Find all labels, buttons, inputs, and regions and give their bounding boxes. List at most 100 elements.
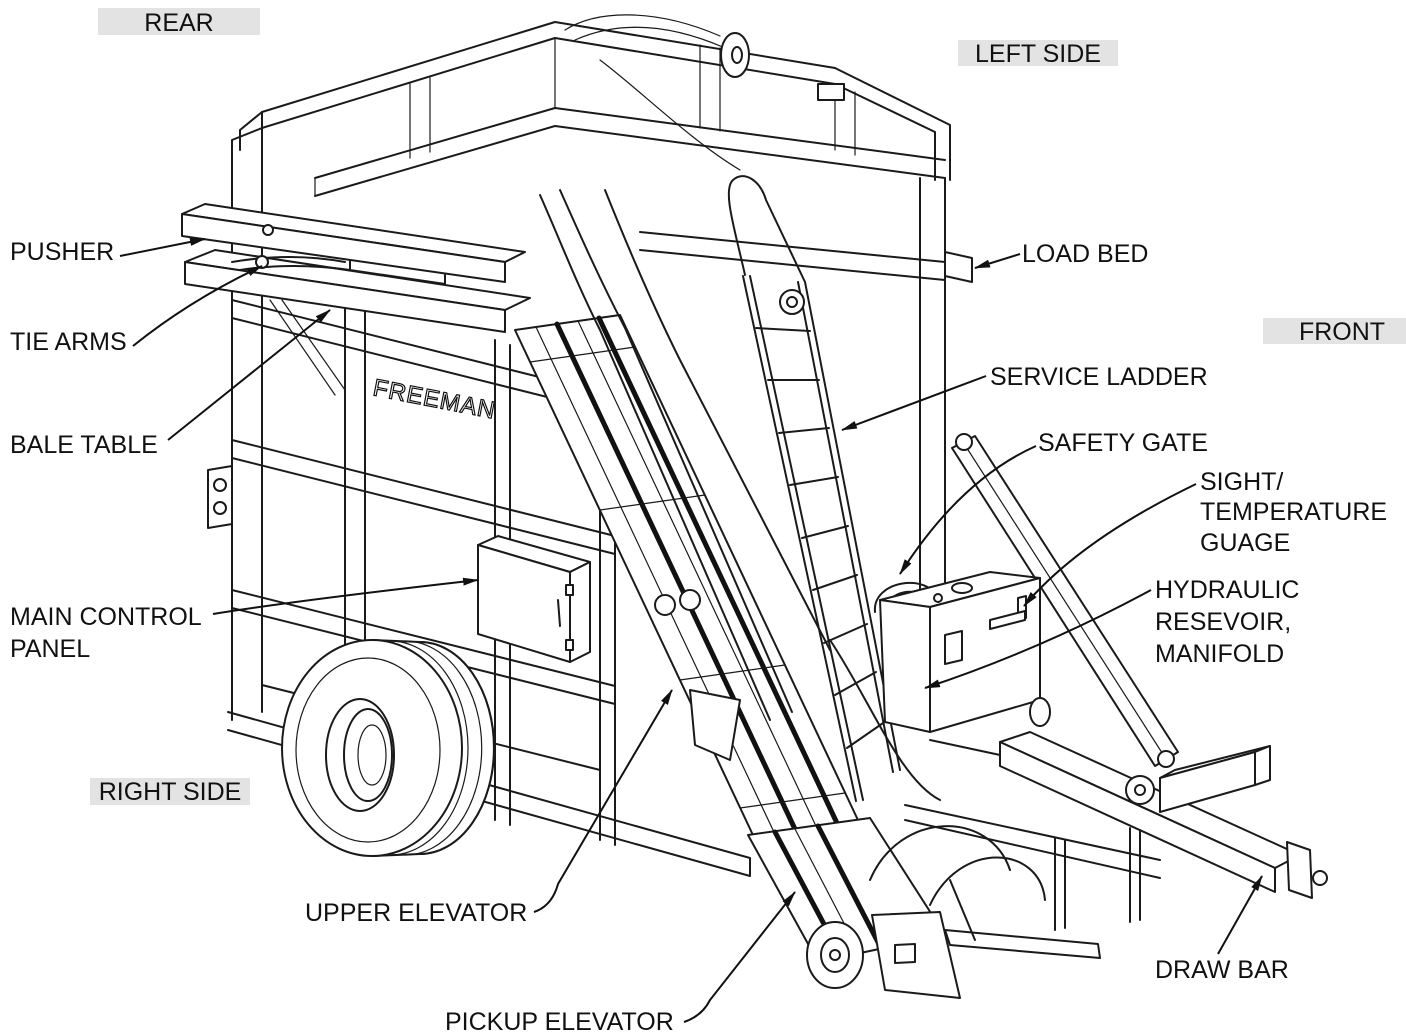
- top-pulley-hub: [731, 46, 743, 64]
- tire-sidewall-ring: [295, 657, 441, 843]
- pickup-side-decal: [894, 943, 916, 964]
- load-bed-label: LOAD BED: [1022, 240, 1148, 268]
- rear-posts: [231, 111, 263, 721]
- reservoir-warning-plate: [944, 630, 963, 665]
- main-control-panel-label-line1: MAIN CONTROL: [10, 603, 202, 631]
- left-side-label: LEFT SIDE: [975, 40, 1101, 68]
- upper-elevator-strip-1: [535, 326, 782, 848]
- manifold-fitting: [933, 593, 943, 603]
- upper-elevator-leader: [533, 689, 673, 913]
- top-hydraulic-hoses: [564, 14, 741, 171]
- front-cross-beam: [904, 804, 1161, 879]
- upper-elevator: [514, 189, 866, 851]
- control-panel-hinge-top: [565, 584, 574, 596]
- rear-control-box-body: [207, 465, 233, 529]
- sight-gauge-label-line1: SIGHT/: [1200, 468, 1283, 496]
- top-cross-members: [314, 37, 856, 197]
- control-panel-hinge-bottom: [565, 639, 574, 651]
- callout-labels: PUSHER TIE ARMS BALE TABLE MAIN CONTROL …: [10, 238, 1387, 1036]
- upper-elevator-chain-left: [554, 321, 805, 847]
- ladder-sprocket-hub: [786, 296, 798, 308]
- pickup-elevator-leader: [683, 891, 796, 1023]
- rear-label-box: [98, 8, 260, 35]
- section-labels: REAR LEFT SIDE FRONT RIGHT SIDE: [90, 8, 1406, 806]
- lift-arm-inner: [962, 441, 1167, 760]
- safety-gate-label: SAFETY GATE: [1038, 429, 1208, 457]
- lift-arm: [951, 433, 1179, 768]
- wheel-hub: [343, 708, 393, 802]
- reservoir-side: [879, 599, 931, 733]
- hydraulic-label-line1: HYDRAULIC: [1155, 576, 1299, 604]
- bale-guide-tube-center: [604, 189, 831, 651]
- upper-elevator-chain-right: [596, 315, 847, 841]
- hitch-plate: [1286, 841, 1313, 899]
- brand-lettering: FREEMAN: [371, 374, 498, 424]
- service-ladder-label: SERVICE LADDER: [990, 363, 1208, 391]
- leader-lines: [119, 238, 1263, 1023]
- bale-guide-tube-left: [539, 194, 771, 721]
- main-control-panel-label-line2: PANEL: [10, 635, 90, 663]
- right-side-label: RIGHT SIDE: [99, 778, 242, 806]
- top-frame: [239, 14, 951, 197]
- pusher-leader: [119, 238, 206, 257]
- hitch-pin: [1312, 870, 1328, 886]
- front-upright-post: [919, 177, 946, 601]
- tire-groove-1: [389, 640, 469, 856]
- draw-bar-beam-front: [999, 741, 1276, 893]
- reservoir-support-beam: [929, 739, 1001, 756]
- rear-control-knob-top: [213, 478, 227, 492]
- upper-elevator-guide-plate: [689, 689, 741, 761]
- left-side-label-box: [958, 40, 1118, 66]
- pickup-wheel-axle: [829, 949, 841, 961]
- tie-arms-label: TIE ARMS: [10, 328, 127, 356]
- upper-elevator-crossbars: [529, 346, 846, 809]
- main-wheel: [281, 639, 495, 857]
- main-control-panel-leader: [212, 577, 479, 615]
- draw-bar-cross-side: [1254, 745, 1271, 786]
- control-panel-handle: [557, 599, 561, 627]
- hydraulic-reservoir: [879, 571, 1051, 733]
- pickup-elevator-label: PICKUP ELEVATOR: [445, 1008, 674, 1036]
- wheel-hub-center: [357, 724, 387, 786]
- lift-arm-top-pin: [955, 433, 973, 451]
- pickup-hoops: [829, 639, 1046, 941]
- draw-bar-leader: [1217, 875, 1263, 955]
- pusher: [181, 203, 526, 283]
- pickup-chain-right: [815, 823, 885, 953]
- elevator-sprocket-right: [679, 589, 701, 611]
- side-rail-middle: [231, 439, 616, 555]
- draw-bar-label: DRAW BAR: [1155, 956, 1289, 984]
- top-left-rail: [834, 67, 951, 181]
- tire-groove-2: [404, 640, 483, 856]
- hydraulic-reservoir-leader: [924, 589, 1152, 689]
- hydraulic-label-line2: RESEVOIR,: [1155, 608, 1291, 636]
- load-bed-bracket: [944, 251, 973, 283]
- safety-gate-leader: [899, 445, 1037, 575]
- bale-table: [184, 249, 531, 333]
- main-control-panel: [477, 535, 591, 663]
- top-valve-block: [817, 83, 845, 101]
- sight-gauge-label-line3: GUAGE: [1200, 529, 1290, 557]
- ladder-sprocket: [779, 289, 805, 315]
- ladder-handrail: [727, 175, 806, 283]
- top-rear-rail: [261, 21, 836, 129]
- upper-elevator-label: UPPER ELEVATOR: [305, 899, 527, 927]
- rear-label: REAR: [144, 9, 213, 37]
- front-label: FRONT: [1299, 318, 1385, 346]
- sight-gauge-leader: [1023, 483, 1197, 607]
- pickup-skid-rail: [944, 929, 1101, 959]
- rear-control-knob-bottom: [213, 501, 227, 515]
- top-rear-corner: [239, 111, 263, 151]
- reservoir-decal: [989, 610, 1026, 630]
- load-bed: [639, 231, 973, 283]
- bale-guide-tube-right: [559, 189, 793, 713]
- ladder-rail-left: [742, 275, 864, 802]
- control-panel-side: [569, 561, 591, 663]
- service-ladder: [727, 175, 901, 802]
- pusher-bolt: [262, 224, 274, 236]
- front-label-box: [1263, 318, 1406, 344]
- hydraulic-label-line3: MANIFOLD: [1155, 640, 1284, 668]
- tie-arms-leader: [132, 265, 263, 347]
- load-bed-rail: [639, 231, 946, 281]
- rear-brace: [269, 299, 346, 396]
